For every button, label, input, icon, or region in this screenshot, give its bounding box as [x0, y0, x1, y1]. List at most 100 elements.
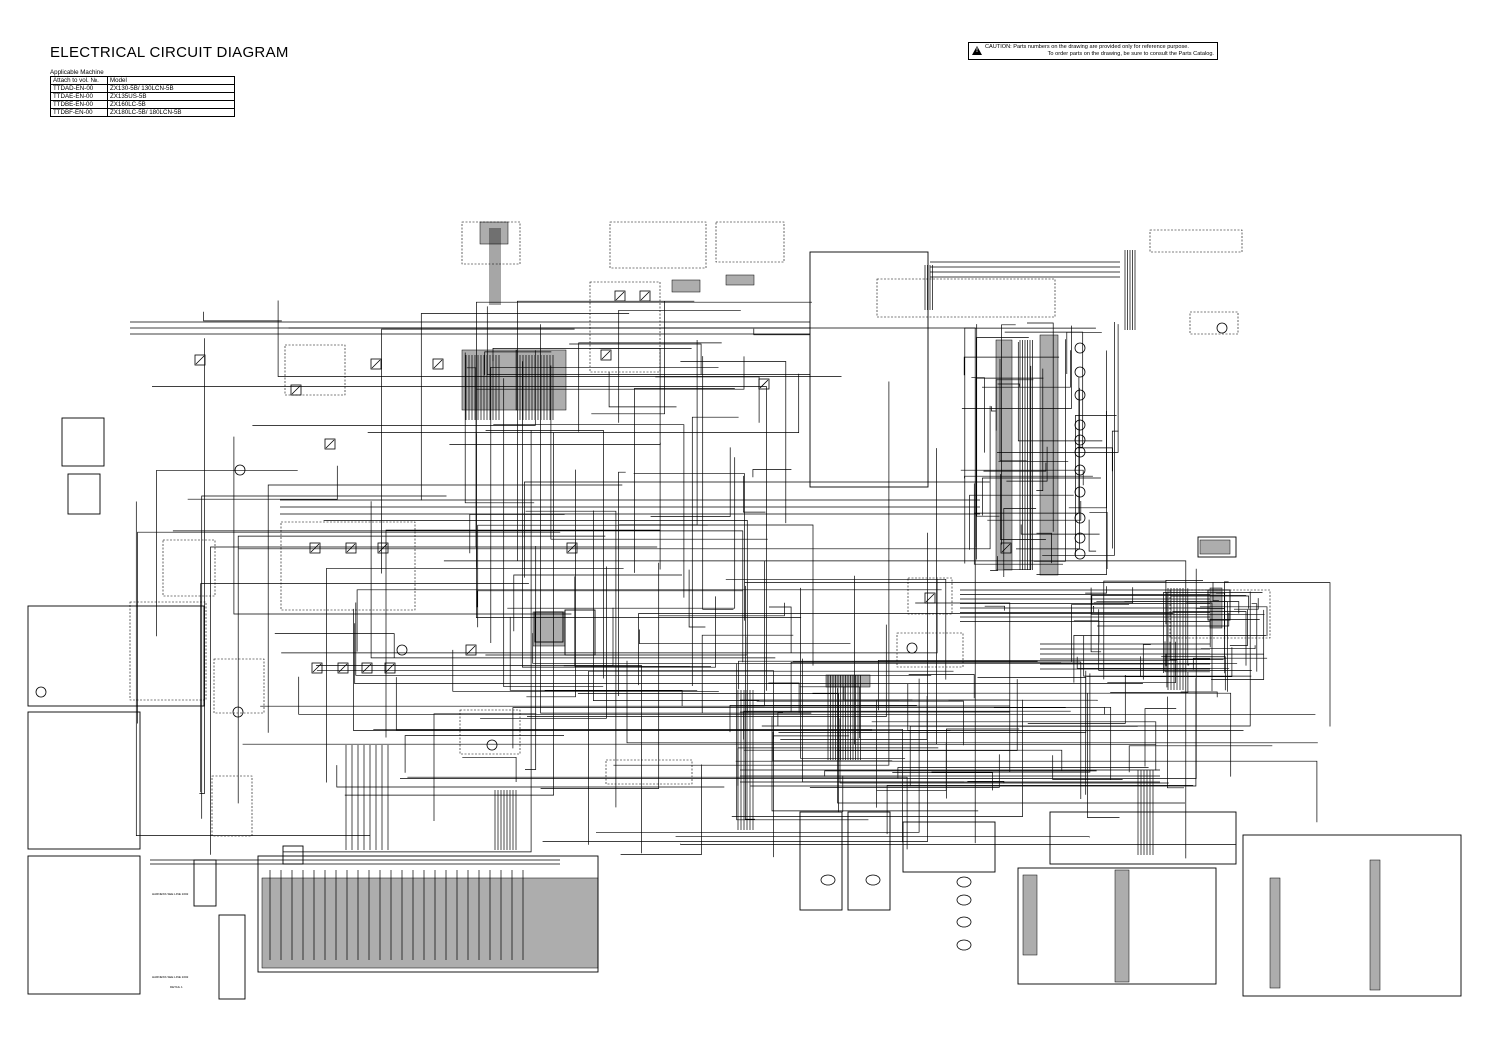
page-title: ELECTRICAL CIRCUIT DIAGRAM	[50, 44, 289, 61]
machine-table: Attach to vol. №. Model TTDAD-EN-00 ZX13…	[50, 76, 235, 117]
wire-trace	[522, 361, 690, 668]
wire-trace	[725, 578, 947, 680]
relay-contact	[1001, 543, 1011, 553]
wire-trace	[1103, 580, 1167, 680]
relay-contact	[378, 543, 388, 553]
wire-trace	[960, 469, 1084, 486]
wire-trace	[277, 300, 842, 377]
wire-trace	[1089, 511, 1108, 569]
wire-trace	[476, 590, 743, 608]
wire-trace	[620, 764, 702, 855]
wire-trace	[946, 728, 1020, 799]
component-frame	[799, 811, 843, 911]
wire-trace	[1234, 598, 1259, 610]
connector-block	[515, 349, 567, 411]
relay-symbol	[194, 354, 206, 366]
wire-trace	[355, 602, 932, 676]
relay-contact	[312, 663, 322, 673]
connector-block	[1369, 859, 1381, 991]
wire-trace	[1000, 474, 1046, 540]
relay-symbol	[309, 542, 321, 554]
dashed-enclosure	[1149, 229, 1243, 253]
indicator-lamp	[1074, 389, 1086, 401]
wire-trace	[354, 623, 1143, 684]
relay-contact	[325, 439, 335, 449]
wire-trace	[735, 760, 1318, 823]
relay-symbol	[924, 592, 936, 604]
wire-trace	[982, 477, 1101, 516]
wire-trace	[507, 457, 736, 609]
component-frame	[193, 859, 217, 907]
indicator-lamp	[234, 464, 246, 476]
wire-trace	[1172, 611, 1247, 666]
wire-trace	[993, 706, 1112, 780]
wire-trace	[525, 546, 537, 770]
wire-trace	[1085, 586, 1107, 594]
wire-trace	[743, 749, 1063, 771]
indicator-lamp	[396, 644, 408, 656]
wire-trace	[526, 469, 576, 698]
wire-trace	[356, 589, 942, 652]
wire-trace	[658, 602, 785, 617]
component-frame	[809, 251, 929, 488]
wire-trace	[1128, 745, 1273, 773]
wire-trace	[655, 376, 760, 423]
relay-contact	[640, 291, 650, 301]
wire-trace	[1110, 672, 1189, 693]
wire-trace	[977, 677, 1087, 795]
dashed-enclosure	[284, 344, 346, 396]
wire-trace	[618, 471, 626, 696]
wire-trace	[837, 688, 1185, 804]
wire-trace	[983, 462, 1047, 472]
wire-trace	[267, 484, 623, 733]
relay-contact	[601, 350, 611, 360]
wire-trace	[281, 578, 938, 654]
wire-trace	[1036, 532, 1052, 564]
wire-trace	[469, 514, 565, 554]
wire-trace	[790, 661, 1062, 713]
wire-trace	[274, 633, 395, 658]
wire-trace	[973, 483, 1063, 565]
wire-trace	[172, 530, 744, 663]
motor-symbol	[956, 916, 972, 928]
wire-trace	[344, 432, 554, 796]
wire-trace	[407, 776, 908, 850]
motor-symbol	[956, 876, 972, 888]
wire-trace	[1052, 755, 1123, 780]
component-frame	[282, 845, 304, 865]
wire-trace	[908, 674, 975, 699]
wire-trace	[854, 575, 1156, 745]
wire-trace	[464, 352, 535, 504]
wire-trace	[650, 447, 731, 517]
connector-block	[1269, 877, 1281, 989]
wire-trace	[476, 433, 802, 618]
dashed-enclosure	[162, 539, 216, 597]
wire-trace	[298, 676, 1316, 715]
wiring	[130, 228, 1331, 960]
wire-trace	[768, 682, 800, 713]
dashed-enclosure	[605, 759, 693, 785]
wire-trace	[540, 324, 812, 714]
wire-trace	[1017, 342, 1103, 442]
connector-block	[532, 611, 566, 647]
relay-symbol	[465, 644, 477, 656]
warning-icon: !	[972, 46, 982, 55]
wire-trace	[203, 311, 282, 322]
wire-trace	[1211, 609, 1265, 680]
wire-trace	[1124, 647, 1233, 677]
relay-symbol	[377, 542, 389, 554]
wire-trace	[773, 735, 850, 740]
relay-contact	[195, 355, 205, 365]
connector-block	[1039, 334, 1059, 576]
relay-symbol	[566, 542, 578, 554]
wire-trace	[745, 585, 755, 820]
wire-trace	[484, 351, 552, 376]
wire-trace	[729, 705, 917, 733]
wire-trace	[485, 636, 748, 656]
indicator-lamp	[1216, 322, 1228, 334]
relay-contact	[759, 379, 769, 389]
wire-trace	[1093, 587, 1134, 604]
wire-trace	[238, 405, 991, 550]
wire-trace	[991, 406, 996, 412]
